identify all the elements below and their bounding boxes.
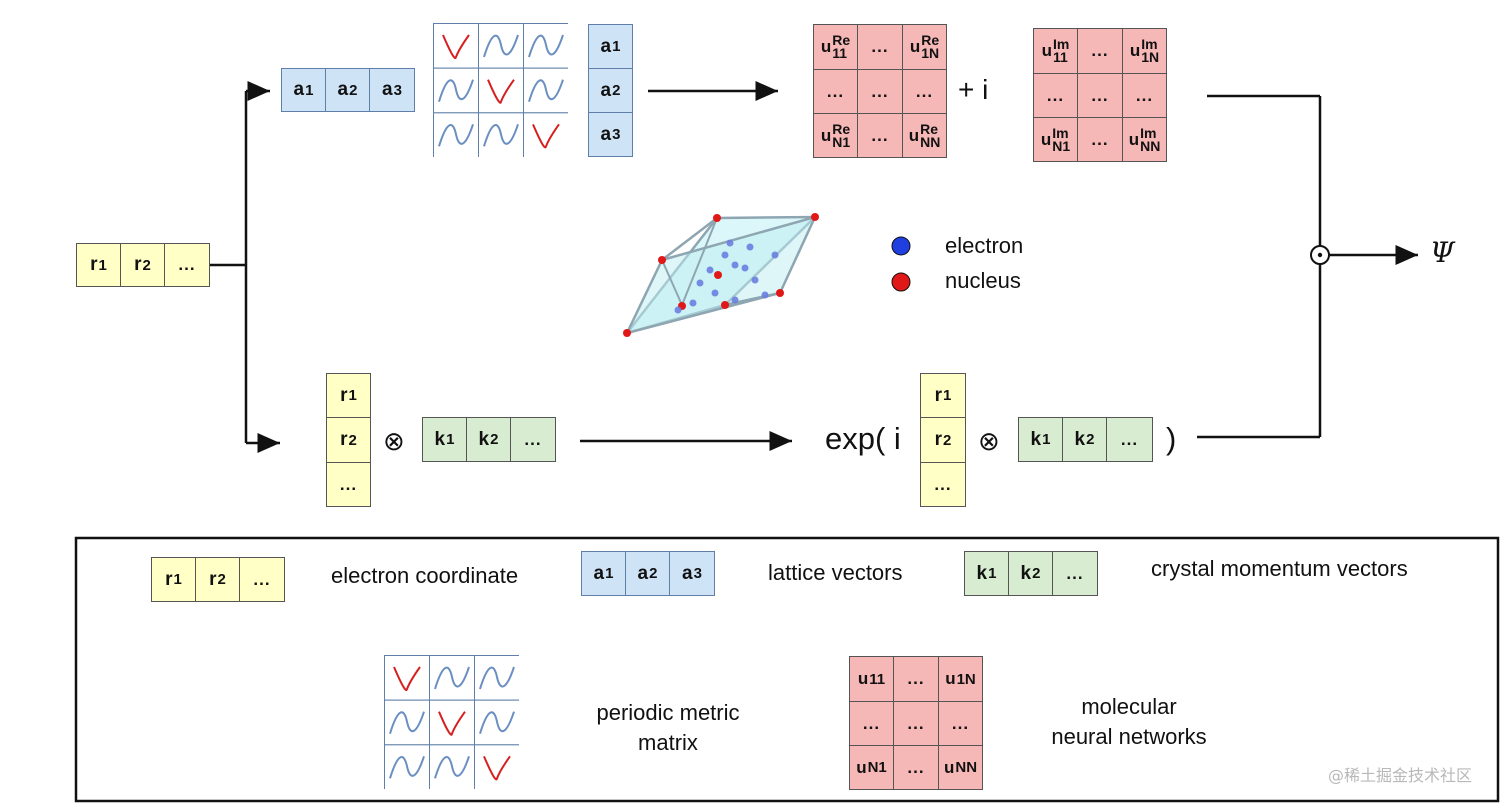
- legend-periodic-metric-label-2: matrix: [638, 730, 698, 755]
- exp-open: exp( i: [825, 421, 901, 456]
- v-wave-icon: [393, 666, 421, 691]
- v-wave-icon: [438, 711, 466, 736]
- legend-molecular-label-2: neural networks: [1051, 724, 1207, 749]
- exp-close: ): [1166, 421, 1177, 456]
- matrix-cell: [523, 112, 569, 159]
- matrix-cell: [429, 699, 475, 746]
- matrix-cell: [478, 23, 524, 69]
- sine-wave-icon: [483, 124, 519, 147]
- legend-lattice-vectors-label: lattice vectors: [768, 560, 903, 585]
- sine-wave-icon: [479, 666, 515, 690]
- v-wave-icon: [532, 123, 560, 149]
- v-wave-icon: [483, 755, 511, 781]
- matrix-cell: [384, 655, 430, 701]
- sine-wave-icon: [479, 711, 515, 734]
- matrix-cell: [523, 67, 569, 114]
- sine-wave-icon: [434, 666, 470, 690]
- sine-wave-icon: [438, 124, 474, 147]
- v-wave-icon: [442, 34, 470, 59]
- legend-electron-coordinate-label: electron coordinate: [331, 563, 519, 588]
- crystal-cell-illustration: [623, 213, 819, 337]
- periodic-metric-matrix-top: [433, 23, 569, 159]
- matrix-cell: [478, 67, 524, 114]
- legend-molecular-label-1: molecular: [1081, 694, 1177, 719]
- exp-tensor-operator: ⊗: [978, 427, 1000, 457]
- nucleus-legend-icon: [891, 272, 911, 292]
- sine-wave-icon: [434, 756, 470, 779]
- sine-wave-icon: [483, 34, 519, 58]
- watermark: @稀土掘金技术社区: [1328, 766, 1473, 785]
- sine-wave-icon: [438, 79, 474, 102]
- sine-wave-icon: [389, 756, 425, 779]
- legend-momentum-label: crystal momentum vectors: [1151, 556, 1408, 581]
- legend-periodic-metric-label-1: periodic metric: [596, 700, 740, 725]
- electron-legend-label: electron: [945, 233, 1024, 258]
- sine-wave-icon: [528, 79, 564, 102]
- legend-periodic-metric-matrix: [384, 655, 520, 791]
- matrix-cell: [474, 744, 520, 791]
- sine-wave-icon: [389, 711, 425, 734]
- v-wave-icon: [487, 79, 515, 104]
- electron-legend-icon: [891, 236, 911, 256]
- psi-output: Ψ: [1430, 236, 1455, 269]
- matrix-cell: [433, 23, 479, 69]
- legend-frame: [74, 536, 1500, 803]
- nucleus-legend-label: nucleus: [945, 268, 1021, 293]
- sine-wave-icon: [528, 34, 564, 58]
- plus-i-operator: + i: [958, 74, 989, 105]
- tensor-operator: ⊗: [383, 427, 405, 457]
